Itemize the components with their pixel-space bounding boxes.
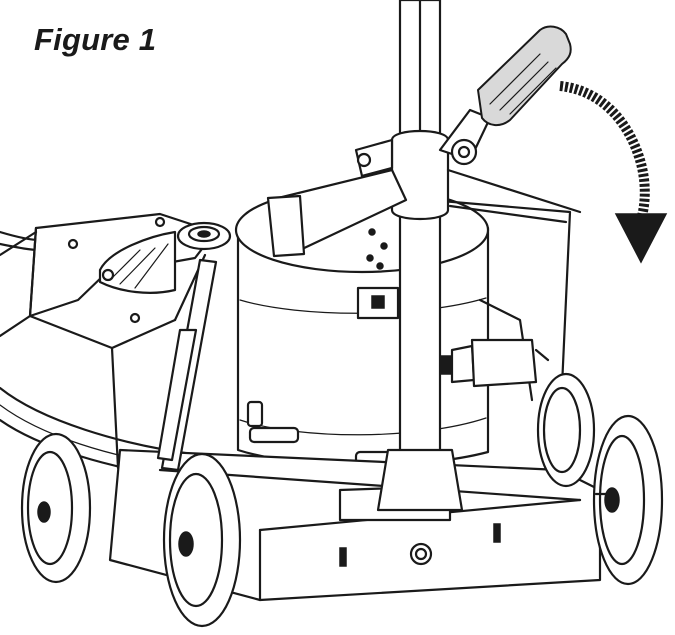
plug-connector xyxy=(439,338,550,388)
handle-arm xyxy=(266,138,582,258)
rotation-arrow-icon xyxy=(559,81,668,264)
wheel-right-rear xyxy=(536,372,596,488)
handle-tube xyxy=(376,0,464,512)
figure-title: Figure 1 xyxy=(34,22,157,57)
front-struts xyxy=(156,258,218,472)
wheel-left-front xyxy=(162,452,242,628)
lever-grip xyxy=(477,25,572,126)
pad-hub xyxy=(98,221,232,294)
tilt-lever xyxy=(438,25,572,166)
wheel-left-rear xyxy=(20,432,92,584)
wheel-right-front xyxy=(592,414,664,586)
